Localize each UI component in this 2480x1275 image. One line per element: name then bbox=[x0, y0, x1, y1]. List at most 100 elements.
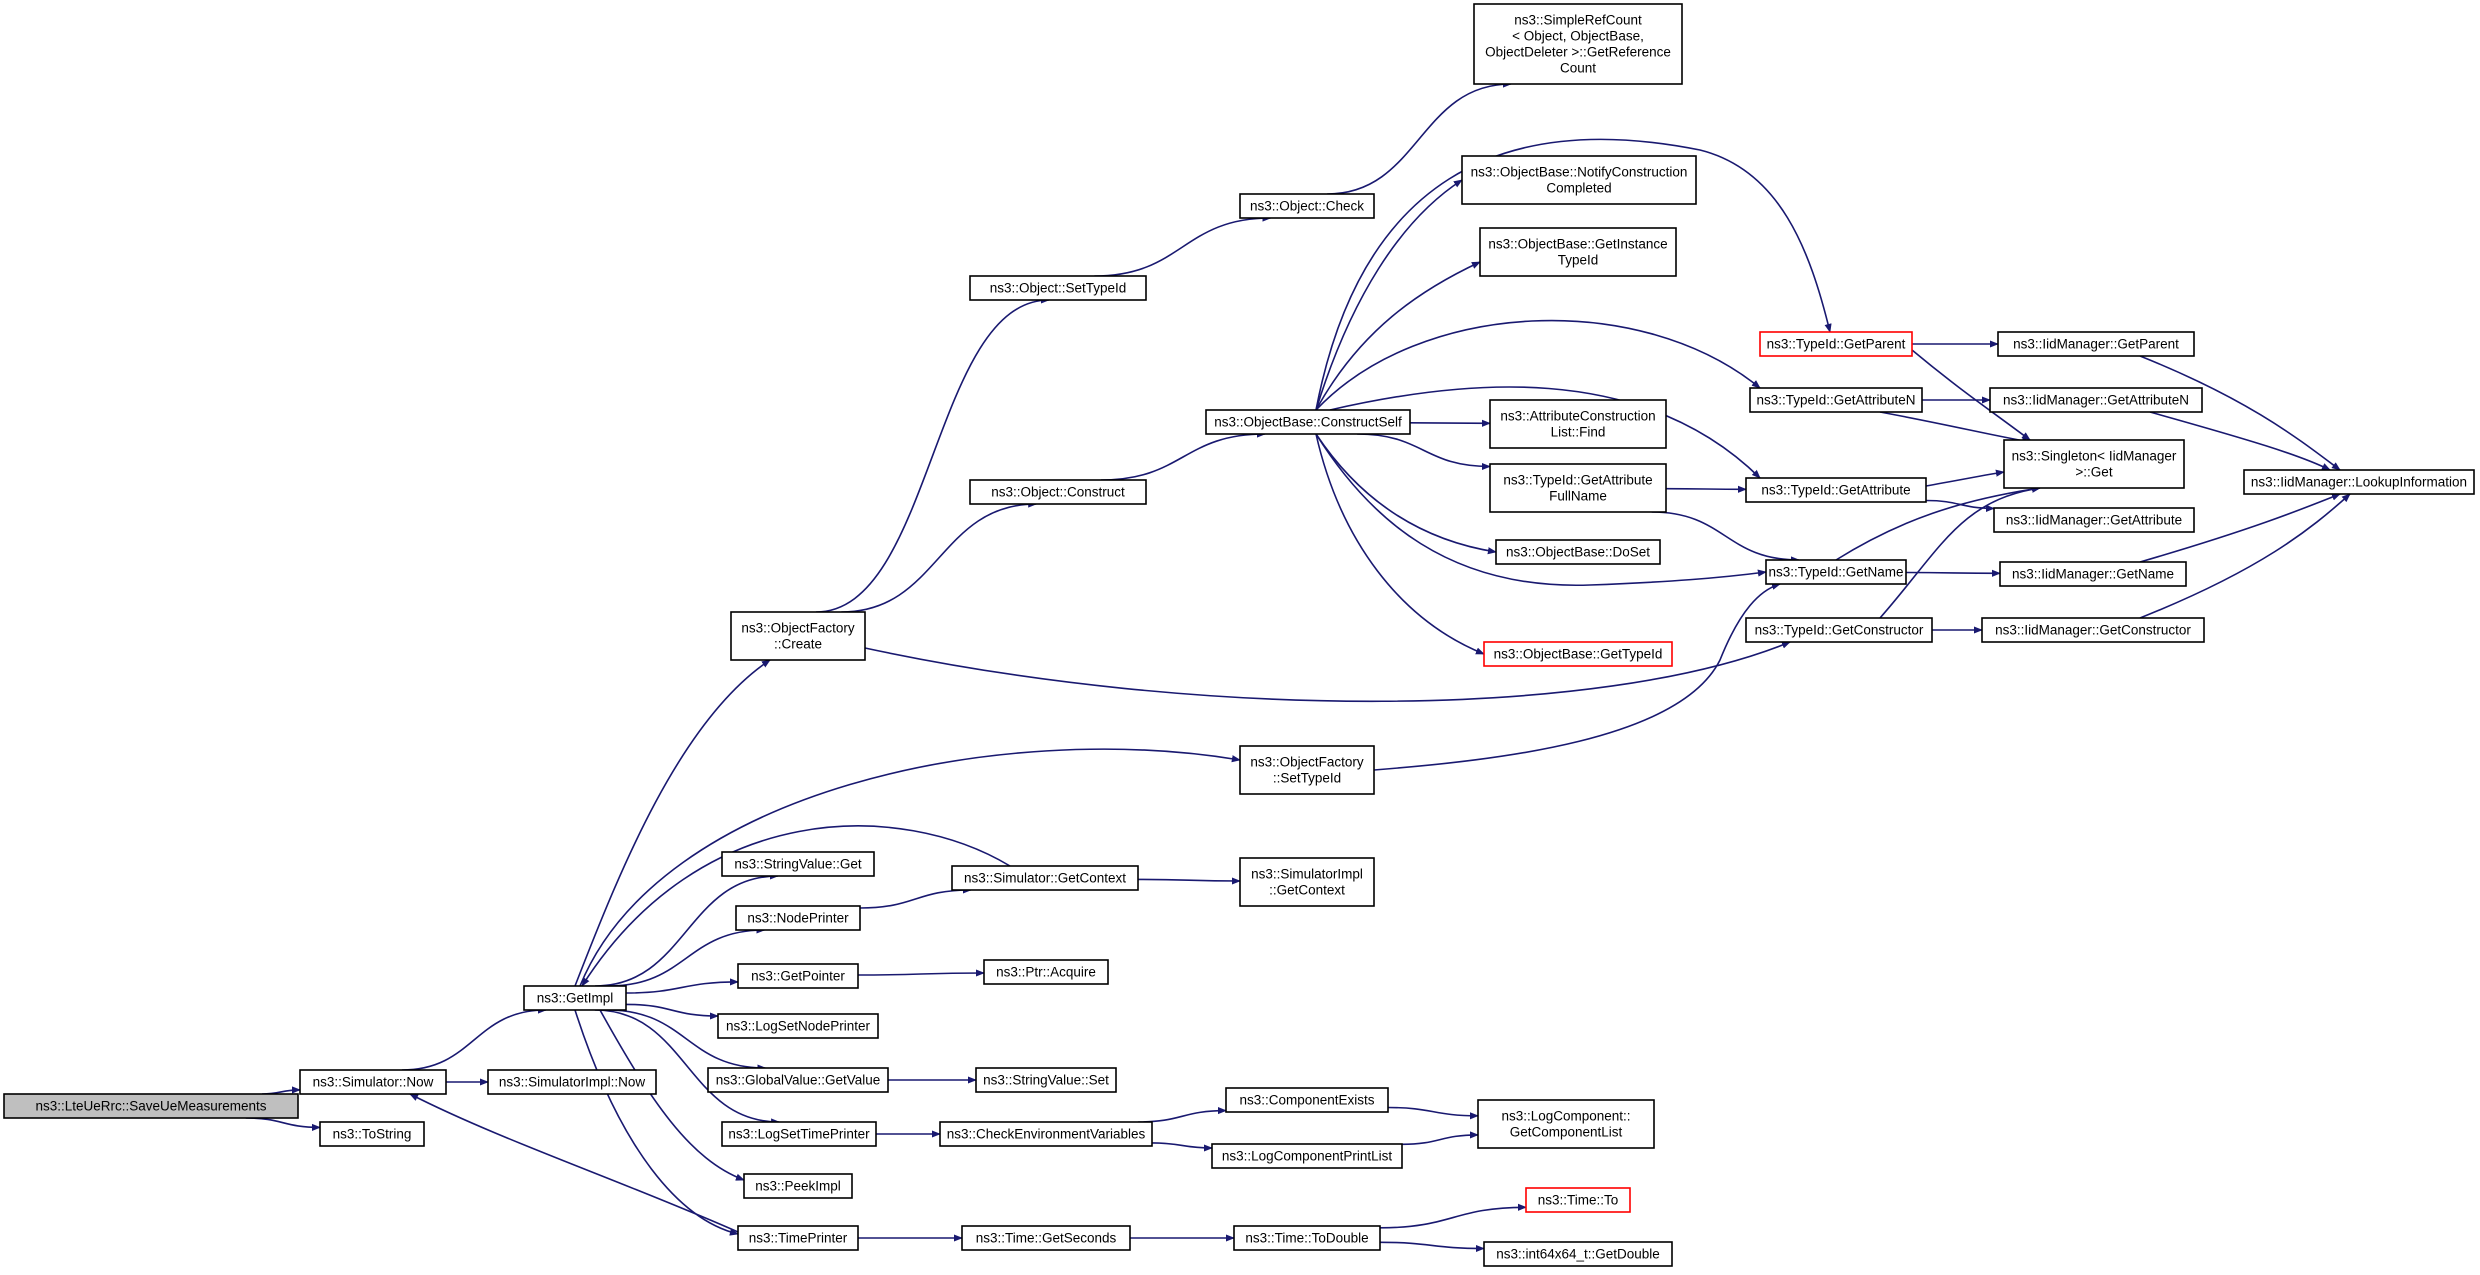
node-label: ::Create bbox=[774, 637, 822, 652]
node-logcgcl[interactable]: ns3::LogComponent::GetComponentList bbox=[1477, 1099, 1655, 1149]
node-box bbox=[721, 851, 875, 877]
node-saveue[interactable]: ns3::LteUeRrc::SaveUeMeasurements bbox=[3, 1093, 299, 1119]
edge-saveue-to-tostring bbox=[245, 1117, 321, 1131]
node-label: ns3::IidManager::LookupInformation bbox=[2251, 475, 2467, 490]
edge-construct-to-attrfull bbox=[1357, 433, 1491, 471]
node-iidgetparent[interactable]: ns3::IidManager::GetParent bbox=[1997, 331, 2195, 357]
edge-ofcreate-to-tgetctor bbox=[864, 641, 1791, 703]
edge-line bbox=[1387, 1106, 1479, 1120]
node-getpointer[interactable]: ns3::GetPointer bbox=[737, 963, 859, 989]
node-box bbox=[2003, 439, 2185, 489]
node-obgettypeid[interactable]: ns3::ObjectBase::GetTypeId bbox=[1483, 641, 1673, 667]
node-timeto[interactable]: ns3::Time::To bbox=[1525, 1187, 1631, 1213]
node-box bbox=[737, 1225, 859, 1251]
node-checkenv[interactable]: ns3::CheckEnvironmentVariables bbox=[939, 1121, 1153, 1147]
node-logsettp[interactable]: ns3::LogSetTimePrinter bbox=[721, 1121, 877, 1147]
node-logsetnp[interactable]: ns3::LogSetNodePrinter bbox=[717, 1013, 879, 1039]
node-iidgetctor[interactable]: ns3::IidManager::GetConstructor bbox=[1981, 617, 2205, 643]
edge-getpointer-to-ptracquire bbox=[857, 969, 985, 977]
node-tgetattr[interactable]: ns3::TypeId::GetAttribute bbox=[1745, 477, 1927, 503]
node-label: ns3::ObjectFactory bbox=[1250, 755, 1364, 770]
node-label: ns3::LogSetNodePrinter bbox=[726, 1019, 871, 1034]
edge-ofcreate-to-objsettypeid bbox=[815, 296, 1050, 613]
node-box bbox=[1239, 193, 1375, 219]
node-box bbox=[1211, 1143, 1403, 1169]
node-label: TypeId bbox=[1558, 253, 1599, 268]
node-svset[interactable]: ns3::StringValue::Set bbox=[975, 1067, 1117, 1093]
node-timetodouble[interactable]: ns3::Time::ToDouble bbox=[1233, 1225, 1381, 1251]
node-int64[interactable]: ns3::int64x64_t::GetDouble bbox=[1483, 1241, 1673, 1267]
edge-line bbox=[1925, 469, 2005, 487]
node-tgetname[interactable]: ns3::TypeId::GetName bbox=[1765, 559, 1907, 585]
edge-construct-to-attrfind bbox=[1409, 419, 1491, 427]
node-simimplctx[interactable]: ns3::SimulatorImpl::GetContext bbox=[1239, 857, 1375, 907]
node-iidgetname[interactable]: ns3::IidManager::GetName bbox=[1999, 561, 2187, 587]
edge-line bbox=[1379, 1203, 1527, 1229]
node-singleton[interactable]: ns3::Singleton< IidManager>::Get bbox=[2003, 439, 2185, 489]
edge-line bbox=[1665, 485, 1747, 493]
node-doset[interactable]: ns3::ObjectBase::DoSet bbox=[1495, 539, 1661, 565]
node-box bbox=[969, 275, 1147, 301]
edge-line bbox=[1315, 433, 1497, 555]
edge-construct-to-doset bbox=[1315, 433, 1497, 555]
node-ptracquire[interactable]: ns3::Ptr::Acquire bbox=[983, 959, 1109, 985]
edge-line bbox=[1409, 419, 1491, 427]
edge-compexists-to-logcgcl bbox=[1387, 1106, 1479, 1120]
node-label: FullName bbox=[1549, 489, 1607, 504]
node-objconstruct[interactable]: ns3::Object::Construct bbox=[969, 479, 1147, 505]
node-simimplnow[interactable]: ns3::SimulatorImpl::Now bbox=[487, 1069, 657, 1095]
node-logcpl[interactable]: ns3::LogComponentPrintList bbox=[1211, 1143, 1403, 1169]
node-ofcreate[interactable]: ns3::ObjectFactory::Create bbox=[730, 611, 866, 661]
node-tgetparent[interactable]: ns3::TypeId::GetParent bbox=[1759, 331, 1913, 357]
node-objsettypeid[interactable]: ns3::Object::SetTypeId bbox=[969, 275, 1147, 301]
node-objcheck[interactable]: ns3::Object::Check bbox=[1239, 193, 1375, 219]
node-compexists[interactable]: ns3::ComponentExists bbox=[1225, 1087, 1389, 1113]
node-simnow[interactable]: ns3::Simulator::Now bbox=[299, 1069, 447, 1095]
node-nodeprinter[interactable]: ns3::NodePrinter bbox=[735, 905, 861, 931]
node-construct[interactable]: ns3::ObjectBase::ConstructSelf bbox=[1205, 409, 1411, 435]
node-getimpl[interactable]: ns3::GetImpl bbox=[523, 985, 627, 1011]
edge-line bbox=[1100, 430, 1266, 481]
edge-construct-to-tgetattr bbox=[1329, 386, 1761, 479]
edge-getimpl-to-logsettp bbox=[594, 1009, 781, 1126]
node-ofsettypeid[interactable]: ns3::ObjectFactory::SetTypeId bbox=[1239, 745, 1375, 795]
node-gvgetvalue[interactable]: ns3::GlobalValue::GetValue bbox=[707, 1067, 889, 1093]
node-label: ns3::NodePrinter bbox=[747, 911, 849, 926]
node-notify[interactable]: ns3::ObjectBase::NotifyConstructionCompl… bbox=[1461, 155, 1697, 205]
node-tgetctor[interactable]: ns3::TypeId::GetConstructor bbox=[1745, 617, 1933, 643]
node-tgetattrn[interactable]: ns3::TypeId::GetAttributeN bbox=[1749, 387, 1923, 413]
edge-timeprinter-to-simnow bbox=[409, 1093, 739, 1233]
node-timegetsec[interactable]: ns3::Time::GetSeconds bbox=[961, 1225, 1131, 1251]
node-iidgetattrn[interactable]: ns3::IidManager::GetAttributeN bbox=[1989, 387, 2203, 413]
node-timeprinter[interactable]: ns3::TimePrinter bbox=[737, 1225, 859, 1251]
node-box bbox=[1473, 3, 1683, 85]
node-iidgetattr[interactable]: ns3::IidManager::GetAttribute bbox=[1993, 507, 2195, 533]
edge-line bbox=[1905, 569, 2001, 577]
node-label: ns3::TypeId::GetName bbox=[1768, 565, 1903, 580]
node-box bbox=[523, 985, 627, 1011]
edge-line bbox=[2139, 355, 2341, 471]
node-tostring[interactable]: ns3::ToString bbox=[319, 1121, 425, 1147]
node-label: ns3::TypeId::GetConstructor bbox=[1755, 623, 1924, 638]
edge-simnow-to-getimpl bbox=[401, 1006, 547, 1071]
node-svget[interactable]: ns3::StringValue::Get bbox=[721, 851, 875, 877]
node-label: ns3::Object::Check bbox=[1250, 199, 1364, 214]
node-simplerc[interactable]: ns3::SimpleRefCount< Object, ObjectBase,… bbox=[1473, 3, 1683, 85]
edge-line bbox=[574, 1009, 739, 1236]
edge-line bbox=[599, 1009, 745, 1181]
node-box bbox=[1745, 617, 1933, 643]
node-peekimpl[interactable]: ns3::PeekImpl bbox=[743, 1173, 853, 1199]
node-box bbox=[1483, 1241, 1673, 1267]
node-box bbox=[1981, 617, 2205, 643]
node-box bbox=[487, 1069, 657, 1095]
edge-construct-to-tgetattrn bbox=[1315, 319, 1761, 411]
edge-logcpl-to-logcgcl bbox=[1401, 1131, 1479, 1146]
node-box bbox=[1749, 387, 1923, 413]
node-simgetctx[interactable]: ns3::Simulator::GetContext bbox=[951, 865, 1139, 891]
node-label: ns3::ObjectBase::NotifyConstruction bbox=[1471, 165, 1688, 180]
node-label: ns3::ObjectBase::GetInstance bbox=[1488, 237, 1667, 252]
node-lookup[interactable]: ns3::IidManager::LookupInformation bbox=[2243, 469, 2475, 495]
